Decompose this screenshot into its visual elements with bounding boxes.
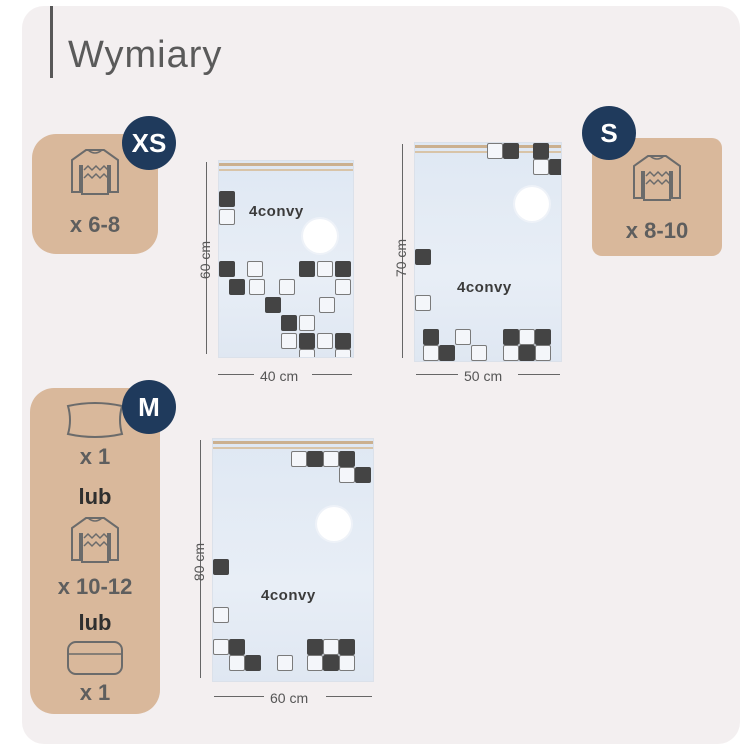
bag-s-width: 50 cm <box>464 368 503 384</box>
valve-icon <box>317 507 351 541</box>
bag-m: 4convy <box>212 438 374 682</box>
bag-xs: 4convy <box>218 160 354 358</box>
valve-icon <box>515 187 549 221</box>
m-or-2: lub <box>78 610 112 635</box>
s-count: x 8-10 <box>625 218 689 243</box>
bag-xs-width: 40 cm <box>260 368 299 384</box>
size-card: Wymiary x 6-8 XS x 8-10 S x 1 lub <box>22 6 740 744</box>
bag-s-height: 70 cm <box>393 238 409 278</box>
sweater-icon <box>633 155 681 201</box>
sweater-icon <box>71 517 119 563</box>
bag-xs-height: 60 cm <box>197 240 213 280</box>
m-blanket-count: x 1 <box>79 680 111 705</box>
size-s-badge: S <box>582 106 636 160</box>
m-sweater-count: x 10-12 <box>57 574 133 599</box>
size-xs-badge: XS <box>122 116 176 170</box>
m-pillow-count: x 1 <box>79 444 111 469</box>
bag-m-height: 80 cm <box>191 542 207 582</box>
bag-s-brand: 4convy <box>457 279 512 296</box>
xs-count: x 6-8 <box>69 212 121 237</box>
bag-xs-brand: 4convy <box>249 203 304 220</box>
blanket-icon <box>67 641 123 675</box>
size-m-badge: M <box>122 380 176 434</box>
size-m-box: x 1 lub x 10-12 lub x 1 <box>30 388 160 714</box>
m-or-1: lub <box>78 484 112 509</box>
pillow-icon <box>66 402 124 438</box>
title-accent-line <box>50 6 53 78</box>
page-title: Wymiary <box>68 34 223 76</box>
bag-m-width: 60 cm <box>270 690 309 706</box>
bag-m-brand: 4convy <box>261 587 316 604</box>
sweater-icon <box>71 149 119 195</box>
bag-s: 4convy <box>414 142 562 362</box>
valve-icon <box>303 219 337 253</box>
